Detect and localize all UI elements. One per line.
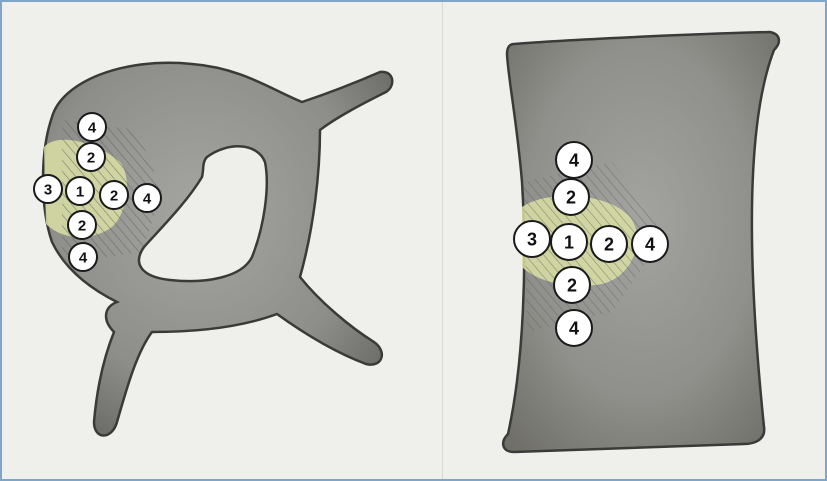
marker-label: 1 bbox=[564, 232, 574, 252]
marker-label: 4 bbox=[569, 318, 579, 338]
left-marker-6: 4 bbox=[133, 184, 161, 212]
left-marker-5: 2 bbox=[100, 181, 128, 209]
marker-label: 2 bbox=[567, 275, 577, 295]
right-marker-8: 4 bbox=[556, 310, 592, 346]
marker-label: 2 bbox=[110, 187, 118, 204]
left-marker-2: 2 bbox=[77, 143, 105, 171]
marker-label: 4 bbox=[79, 249, 88, 266]
marker-label: 4 bbox=[88, 119, 97, 136]
right-marker-4: 1 bbox=[551, 224, 587, 260]
marker-label: 3 bbox=[44, 181, 52, 198]
right-marker-5: 2 bbox=[591, 226, 627, 262]
right-marker-1: 4 bbox=[556, 142, 592, 178]
marker-label: 2 bbox=[87, 149, 95, 166]
right-marker-7: 2 bbox=[554, 267, 590, 303]
left-marker-7: 2 bbox=[68, 211, 96, 239]
right-marker-3: 3 bbox=[514, 221, 550, 257]
left-marker-8: 4 bbox=[69, 243, 97, 271]
marker-label: 3 bbox=[527, 229, 537, 249]
marker-label: 2 bbox=[604, 234, 614, 254]
marker-label: 2 bbox=[78, 217, 86, 234]
marker-label: 4 bbox=[143, 190, 152, 207]
left-marker-4: 1 bbox=[66, 177, 94, 205]
left-marker-3: 3 bbox=[34, 175, 62, 203]
right-marker-6: 4 bbox=[632, 226, 668, 262]
marker-label: 4 bbox=[645, 234, 655, 254]
marker-label: 1 bbox=[76, 183, 84, 200]
marker-label: 2 bbox=[566, 187, 576, 207]
right-marker-2: 2 bbox=[553, 179, 589, 215]
left-marker-1: 4 bbox=[78, 113, 106, 141]
marker-label: 4 bbox=[569, 150, 579, 170]
